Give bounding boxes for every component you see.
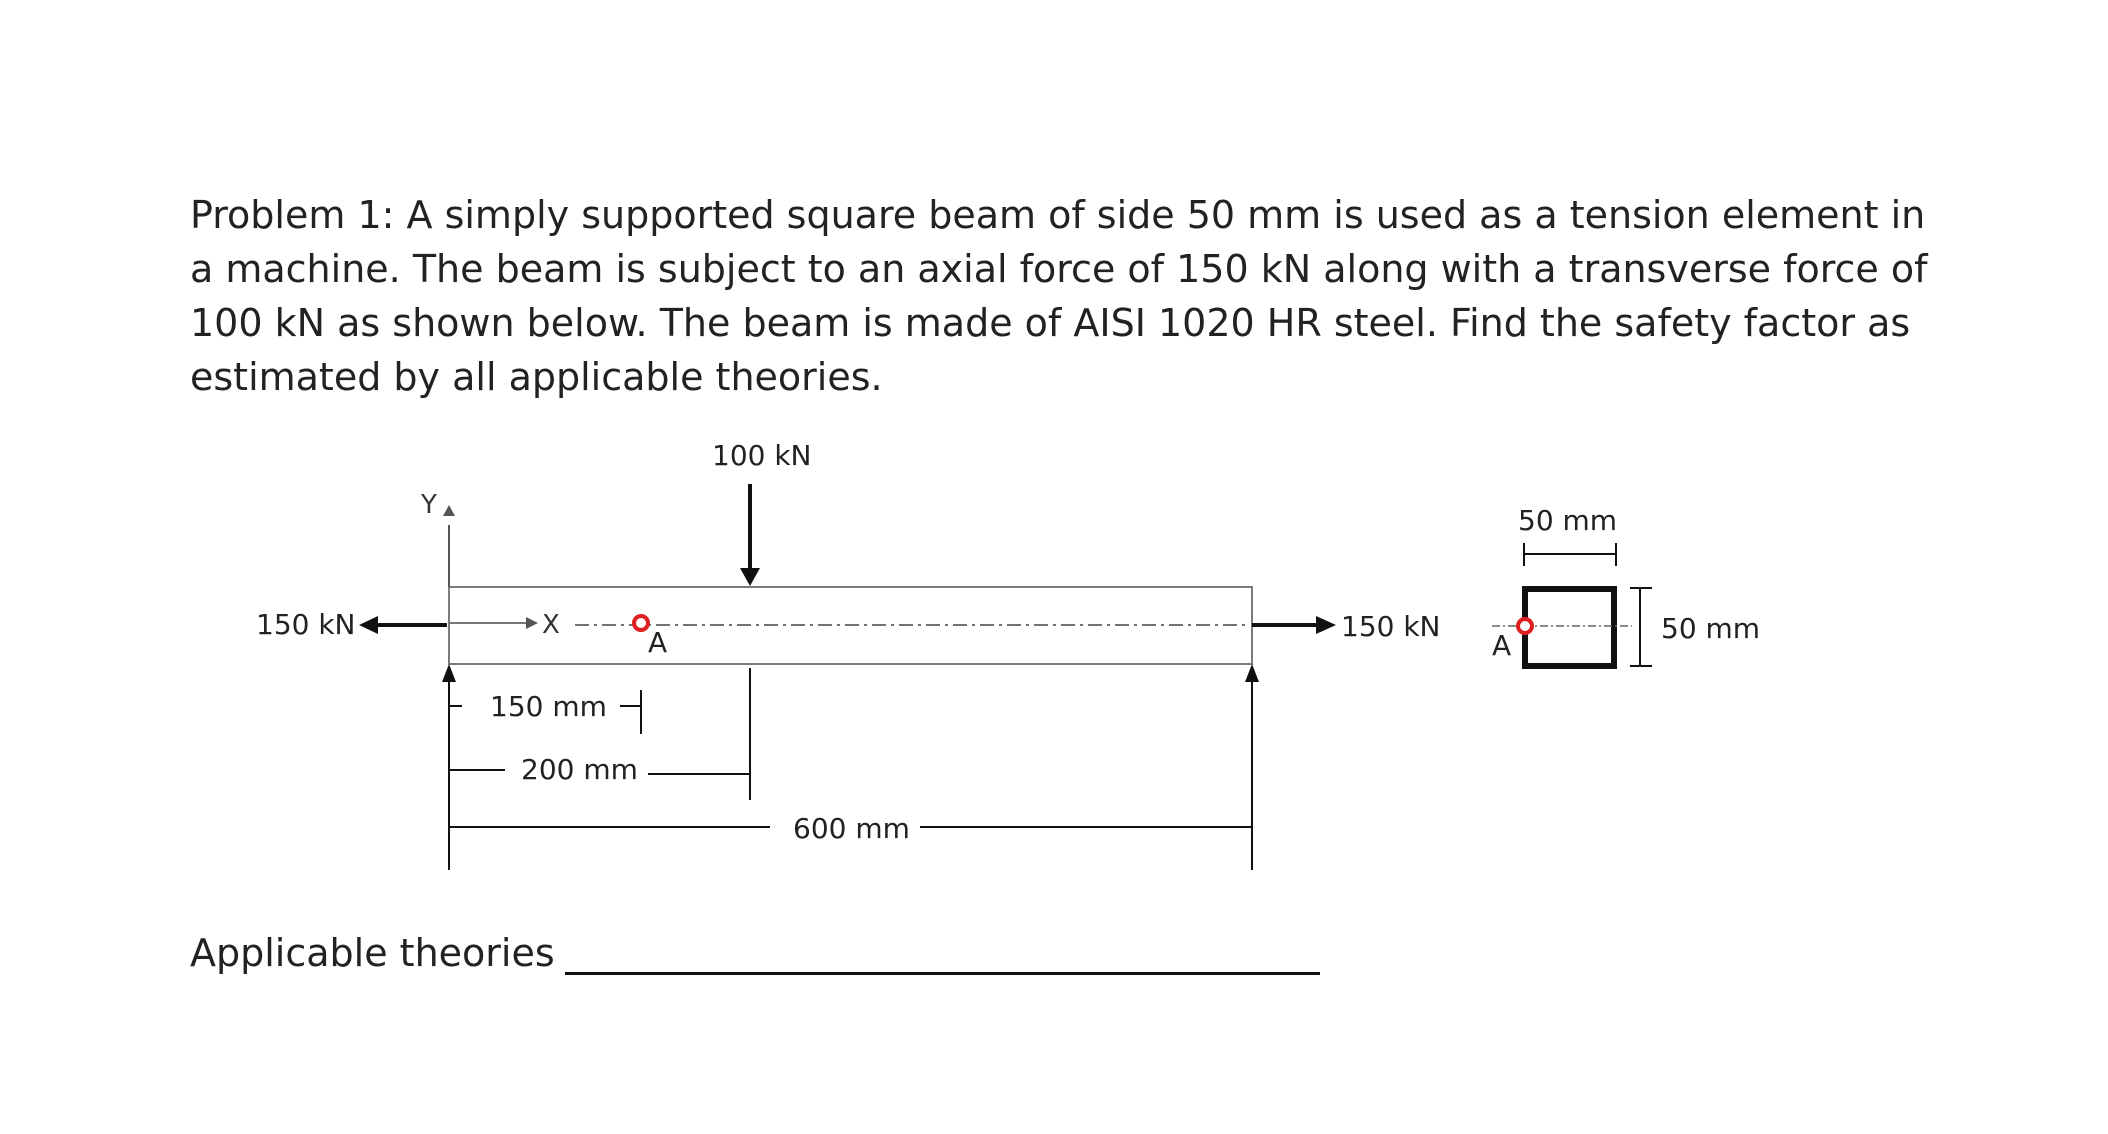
dim-600-label: 600 mm [793,812,910,845]
cross-section-point-a-label: A [1492,629,1511,662]
transverse-force-arrowhead-icon [740,568,760,586]
applicable-theories-label: Applicable theories [190,931,555,975]
problem-statement: Problem 1: A simply supported square bea… [190,188,1950,404]
cross-section-point-a-marker [1516,617,1534,635]
cross-section-square [1522,586,1617,669]
axial-force-left-label: 150 kN [256,608,356,641]
y-axis-arrow-icon [443,505,455,516]
applicable-theories: Applicable theories [190,930,1320,975]
axial-force-right-arrowhead-icon [1316,616,1336,634]
problem-label: Problem 1 [190,193,382,237]
axial-force-left-arrowhead-icon [359,616,378,634]
y-axis-label: Y [420,490,437,520]
answer-blank-line[interactable] [564,930,1320,975]
section-width-label: 50 mm [1518,504,1617,537]
x-axis-label: X [542,610,560,640]
transverse-force-label: 100 kN [712,439,812,472]
right-support-icon [1245,664,1259,682]
left-support-icon [442,664,456,682]
axial-force-right-label: 150 kN [1341,610,1441,643]
point-a-label: A [648,626,667,659]
section-height-label: 50 mm [1661,612,1760,645]
point-a-marker [632,614,650,632]
problem-text: : A simply supported square beam of side… [190,193,1928,399]
x-axis-arrow-icon [526,617,538,629]
dim-200-label: 200 mm [521,753,638,786]
dim-150-label: 150 mm [490,690,607,723]
